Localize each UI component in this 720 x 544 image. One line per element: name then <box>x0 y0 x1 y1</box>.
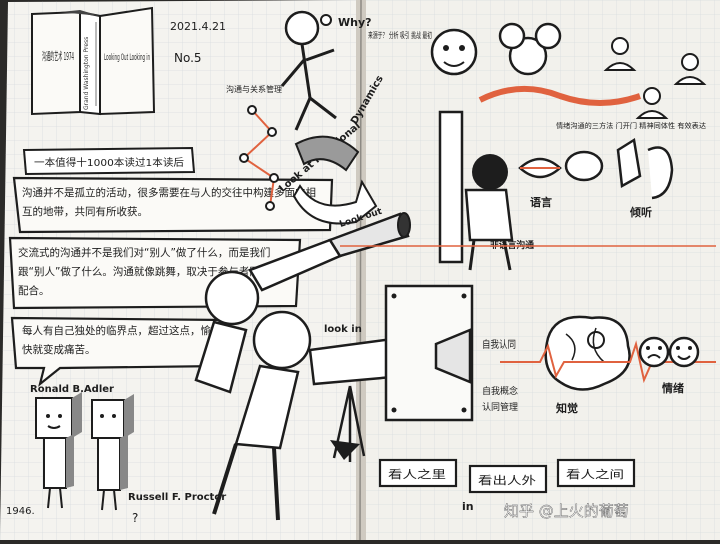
language-word: 语言 <box>530 195 552 209</box>
key-figure <box>280 10 337 131</box>
curved-arrows <box>292 135 378 225</box>
book-title-left: 沟通的艺术 1974 <box>42 49 74 63</box>
entry-date: 2021.4.21 <box>170 20 226 33</box>
top-notes: 来源于？ 分析 吸引 挑战 最初 <box>368 30 432 40</box>
in-label: in <box>462 500 474 513</box>
person-with-door <box>438 110 514 271</box>
watermark-text: 知乎 @上火的葡萄 <box>504 502 629 520</box>
box-character-proctor <box>91 394 134 511</box>
emotion-faces <box>638 336 700 368</box>
mickey-icon <box>498 22 562 76</box>
why-label: Why? <box>338 16 372 29</box>
svg-text:一本值得十1000本读过1本读后: 一本值得十1000本读过1本读后 <box>34 156 184 169</box>
ear-icon <box>616 137 674 200</box>
relationship-path <box>239 105 279 211</box>
svg-text:看人之间: 看人之间 <box>566 467 624 481</box>
bottom-box-2: 看出人外 <box>468 464 548 494</box>
framed-board <box>384 284 474 422</box>
look-in-label: look in <box>324 324 362 335</box>
book-illustration <box>31 6 156 116</box>
red-swoosh <box>478 85 641 106</box>
emotion-word: 情绪 <box>662 381 684 395</box>
quote-bubble-3: 每人有自己独处的临界点，超过这点，愉快就变成痛苦。 <box>10 316 228 387</box>
box-character-adler <box>35 392 82 509</box>
comm-label: 沟通与关系管理 <box>226 84 282 94</box>
listening-word: 倾听 <box>629 205 652 219</box>
svg-text:看人之里: 看人之里 <box>388 467 446 481</box>
heartbeat-line <box>500 340 716 384</box>
entry-number: No.5 <box>174 51 202 65</box>
question-mark: ? <box>132 511 138 525</box>
meditation-figures <box>603 37 707 119</box>
subtitle-box: 一本值得十1000本读过1本读后 <box>22 146 196 176</box>
quote-bubble-1: 沟通并不是孤立的活动，很多需要在与人的交往中构建多面向相互的地带，共同有所收获。 <box>12 176 334 234</box>
speech-bubble-icon <box>564 150 604 182</box>
perception-word: 知觉 <box>555 401 578 415</box>
brain-icon <box>544 315 631 391</box>
author-adler: Ronald B.Adler <box>30 384 114 395</box>
face-icon <box>430 28 478 76</box>
self-box-2: 认同管理 <box>482 401 518 413</box>
bottom-box-1: 看人之里 <box>378 458 458 488</box>
svg-text:看出人外: 看出人外 <box>478 473 536 487</box>
self-concept: 自我认同 <box>482 338 516 351</box>
self-box-1: 自我概念 <box>482 385 518 397</box>
birth-year-note: 1946. <box>6 506 35 517</box>
nonverbal-word: 非语言沟通 <box>490 239 534 251</box>
lips-icon <box>518 157 562 179</box>
bottom-box-3: 看人之间 <box>556 458 636 488</box>
book-title-right: Looking Out Looking in <box>104 53 150 63</box>
author-proctor: Russell F. Proctor <box>128 492 226 503</box>
top-right-note: 情绪沟通的三方法 门开门 精神同体性 有效表达 <box>556 121 706 130</box>
book-publisher: Grand Washington Press <box>83 37 90 110</box>
